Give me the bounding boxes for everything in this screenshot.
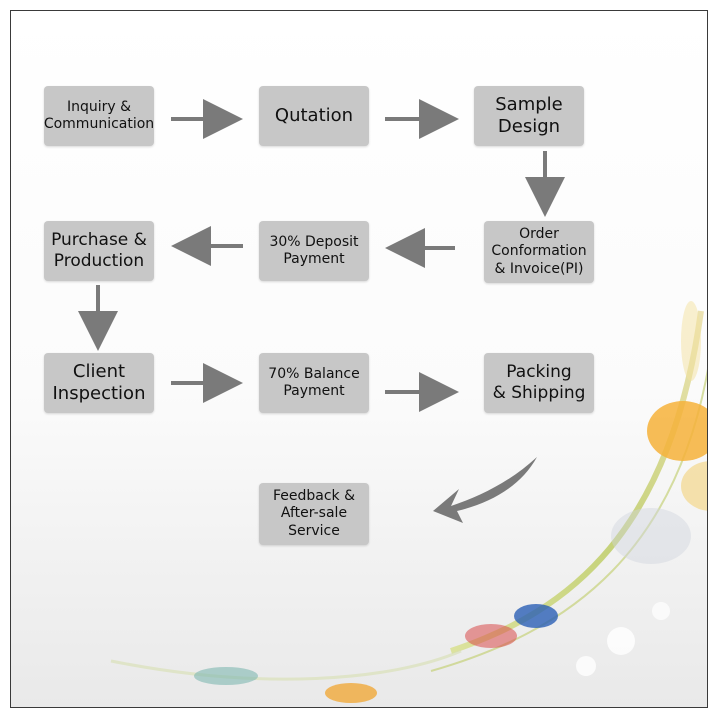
arrow-curved-to-feedback: [433, 457, 537, 523]
decorative-swirl: [110, 301, 707, 703]
step-balance-payment: 70% Balance Payment: [259, 353, 369, 413]
diagram-frame: Inquiry & Communication Qutation Sample …: [10, 10, 708, 708]
step-client-inspection: Client Inspection: [44, 353, 154, 413]
step-order-confirmation: Order Conformation & Invoice(PI): [484, 221, 594, 283]
step-feedback-service: Feedback & After-sale Service: [259, 483, 369, 545]
step-inquiry: Inquiry & Communication: [44, 86, 154, 146]
flow-arrows: [78, 99, 565, 523]
step-deposit-payment: 30% Deposit Payment: [259, 221, 369, 281]
step-sample-design: Sample Design: [474, 86, 584, 146]
step-packing-shipping: Packing & Shipping: [484, 353, 594, 413]
step-purchase-production: Purchase & Production: [44, 221, 154, 281]
step-quotation: Qutation: [259, 86, 369, 146]
